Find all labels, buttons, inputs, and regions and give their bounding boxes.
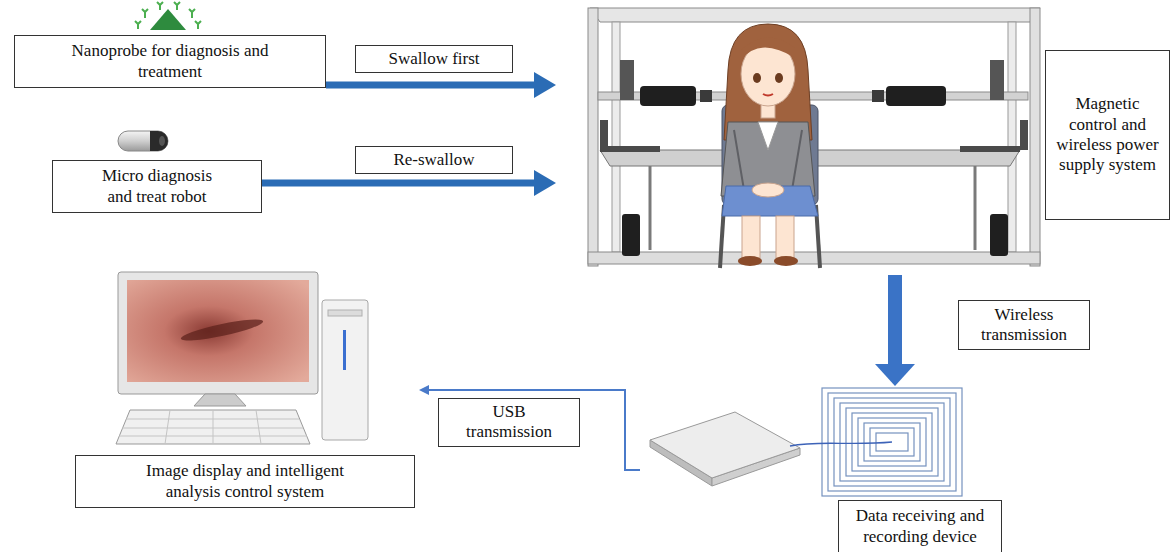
connector-arrow: [326, 82, 534, 89]
computer: [213, 410, 214, 444]
nanoprobe-icon: [157, 2, 163, 10]
nanoprobe-icon: [142, 9, 148, 18]
capsule-robot: [118, 131, 168, 151]
seated-woman: [738, 256, 762, 266]
edge-label: Re-swallow: [355, 146, 513, 174]
magnetic-frame: [700, 90, 712, 102]
nanoprobe-icon: [174, 2, 180, 10]
capsule-robot: [150, 131, 168, 151]
robot-node: Micro diagnosis and treat robot: [52, 125, 262, 213]
magnetic-frame: [960, 146, 1020, 152]
edge-label: Swallow first: [355, 45, 513, 73]
seated-woman: [753, 73, 761, 83]
system-node: Magnetic control and wireless power supp…: [555, 0, 1176, 275]
recording-drive: [790, 442, 892, 446]
computer: [116, 272, 368, 444]
seated-woman: [720, 24, 820, 268]
text-box: Data receiving and recording device: [838, 500, 1002, 552]
computer: [328, 310, 362, 316]
nanoprobe-icon: [135, 21, 141, 29]
computer: [118, 272, 318, 394]
magnetic-frame: [649, 166, 652, 250]
seated-woman: [774, 256, 798, 266]
text-box: Image display and intelligent analysis c…: [75, 455, 415, 508]
magnetic-frame: [1020, 120, 1028, 150]
magnetic-frame: [612, 22, 620, 252]
node-label: Image display and intelligent analysis c…: [120, 461, 370, 502]
computer: [127, 280, 309, 382]
seated-woman: [734, 130, 744, 190]
edge-label: Wireless transmission: [958, 300, 1090, 350]
magnetic-frame: [622, 214, 640, 256]
magnetic-frame: [990, 60, 1004, 100]
node-label: Data receiving and recording device: [847, 506, 993, 547]
node-label: Micro diagnosis and treat robot: [89, 166, 225, 207]
computer: [343, 330, 346, 370]
text-box: Magnetic control and wireless power supp…: [1045, 50, 1170, 220]
magnetic-frame: [1030, 8, 1040, 266]
edge-label: USB transmission: [438, 398, 580, 447]
seated-woman: [758, 122, 778, 150]
connector-arrow: [888, 275, 902, 364]
computer: [165, 410, 170, 444]
seated-woman: [721, 122, 815, 196]
seated-woman: [776, 216, 794, 258]
node-label: Nanoprobe for diagnosis and treatment: [71, 41, 269, 82]
magnetic-frame: [990, 214, 1008, 256]
magnetic-frame: [588, 8, 598, 266]
computer: [194, 394, 246, 406]
seated-woman: [763, 94, 773, 96]
magnetic-frame: [600, 146, 660, 152]
computer: [256, 410, 261, 444]
magnetic-frame: [588, 252, 1040, 264]
receiver-node: Data receiving and recording device: [640, 385, 1010, 552]
connector-arrow: [429, 390, 640, 470]
computer: [180, 315, 265, 344]
capsule-robot: [118, 131, 168, 151]
magnetic-frame: [600, 120, 608, 150]
magnetic-frame: [974, 166, 977, 250]
computer: [322, 300, 368, 440]
text-box: Nanoprobe for diagnosis and treatment: [14, 35, 326, 88]
magnetic-frame: [620, 60, 634, 100]
capsule-robot: [159, 136, 165, 146]
connector-arrow: [262, 180, 534, 187]
magnetic-frame: [886, 86, 946, 106]
text-box: Micro diagnosis and treat robot: [52, 160, 262, 213]
magnetic-frame: [640, 86, 696, 106]
nanoprobe-icon: [150, 9, 186, 30]
nanoprobe-icon: [195, 21, 201, 29]
seated-woman: [741, 37, 795, 60]
recording-drive: [650, 412, 800, 478]
magnetic-frame: [588, 8, 1040, 266]
computer: [116, 410, 310, 444]
display-node: Image display and intelligent analysis c…: [70, 265, 420, 508]
node-label: Magnetic control and wireless power supp…: [1054, 94, 1161, 176]
nanoprobe-icon: [135, 2, 201, 30]
probe-node: Nanoprobe for diagnosis and treatment: [14, 2, 326, 90]
magnetic-frame: [1008, 22, 1016, 252]
nanoprobe-icon: [189, 9, 195, 18]
magnetic-frame: [590, 8, 1040, 22]
magnetic-frame: [872, 90, 884, 102]
seated-woman: [752, 183, 784, 197]
seated-woman: [775, 73, 783, 83]
recording-drive: [650, 412, 892, 486]
seated-woman: [792, 130, 802, 190]
seated-woman: [742, 216, 760, 258]
